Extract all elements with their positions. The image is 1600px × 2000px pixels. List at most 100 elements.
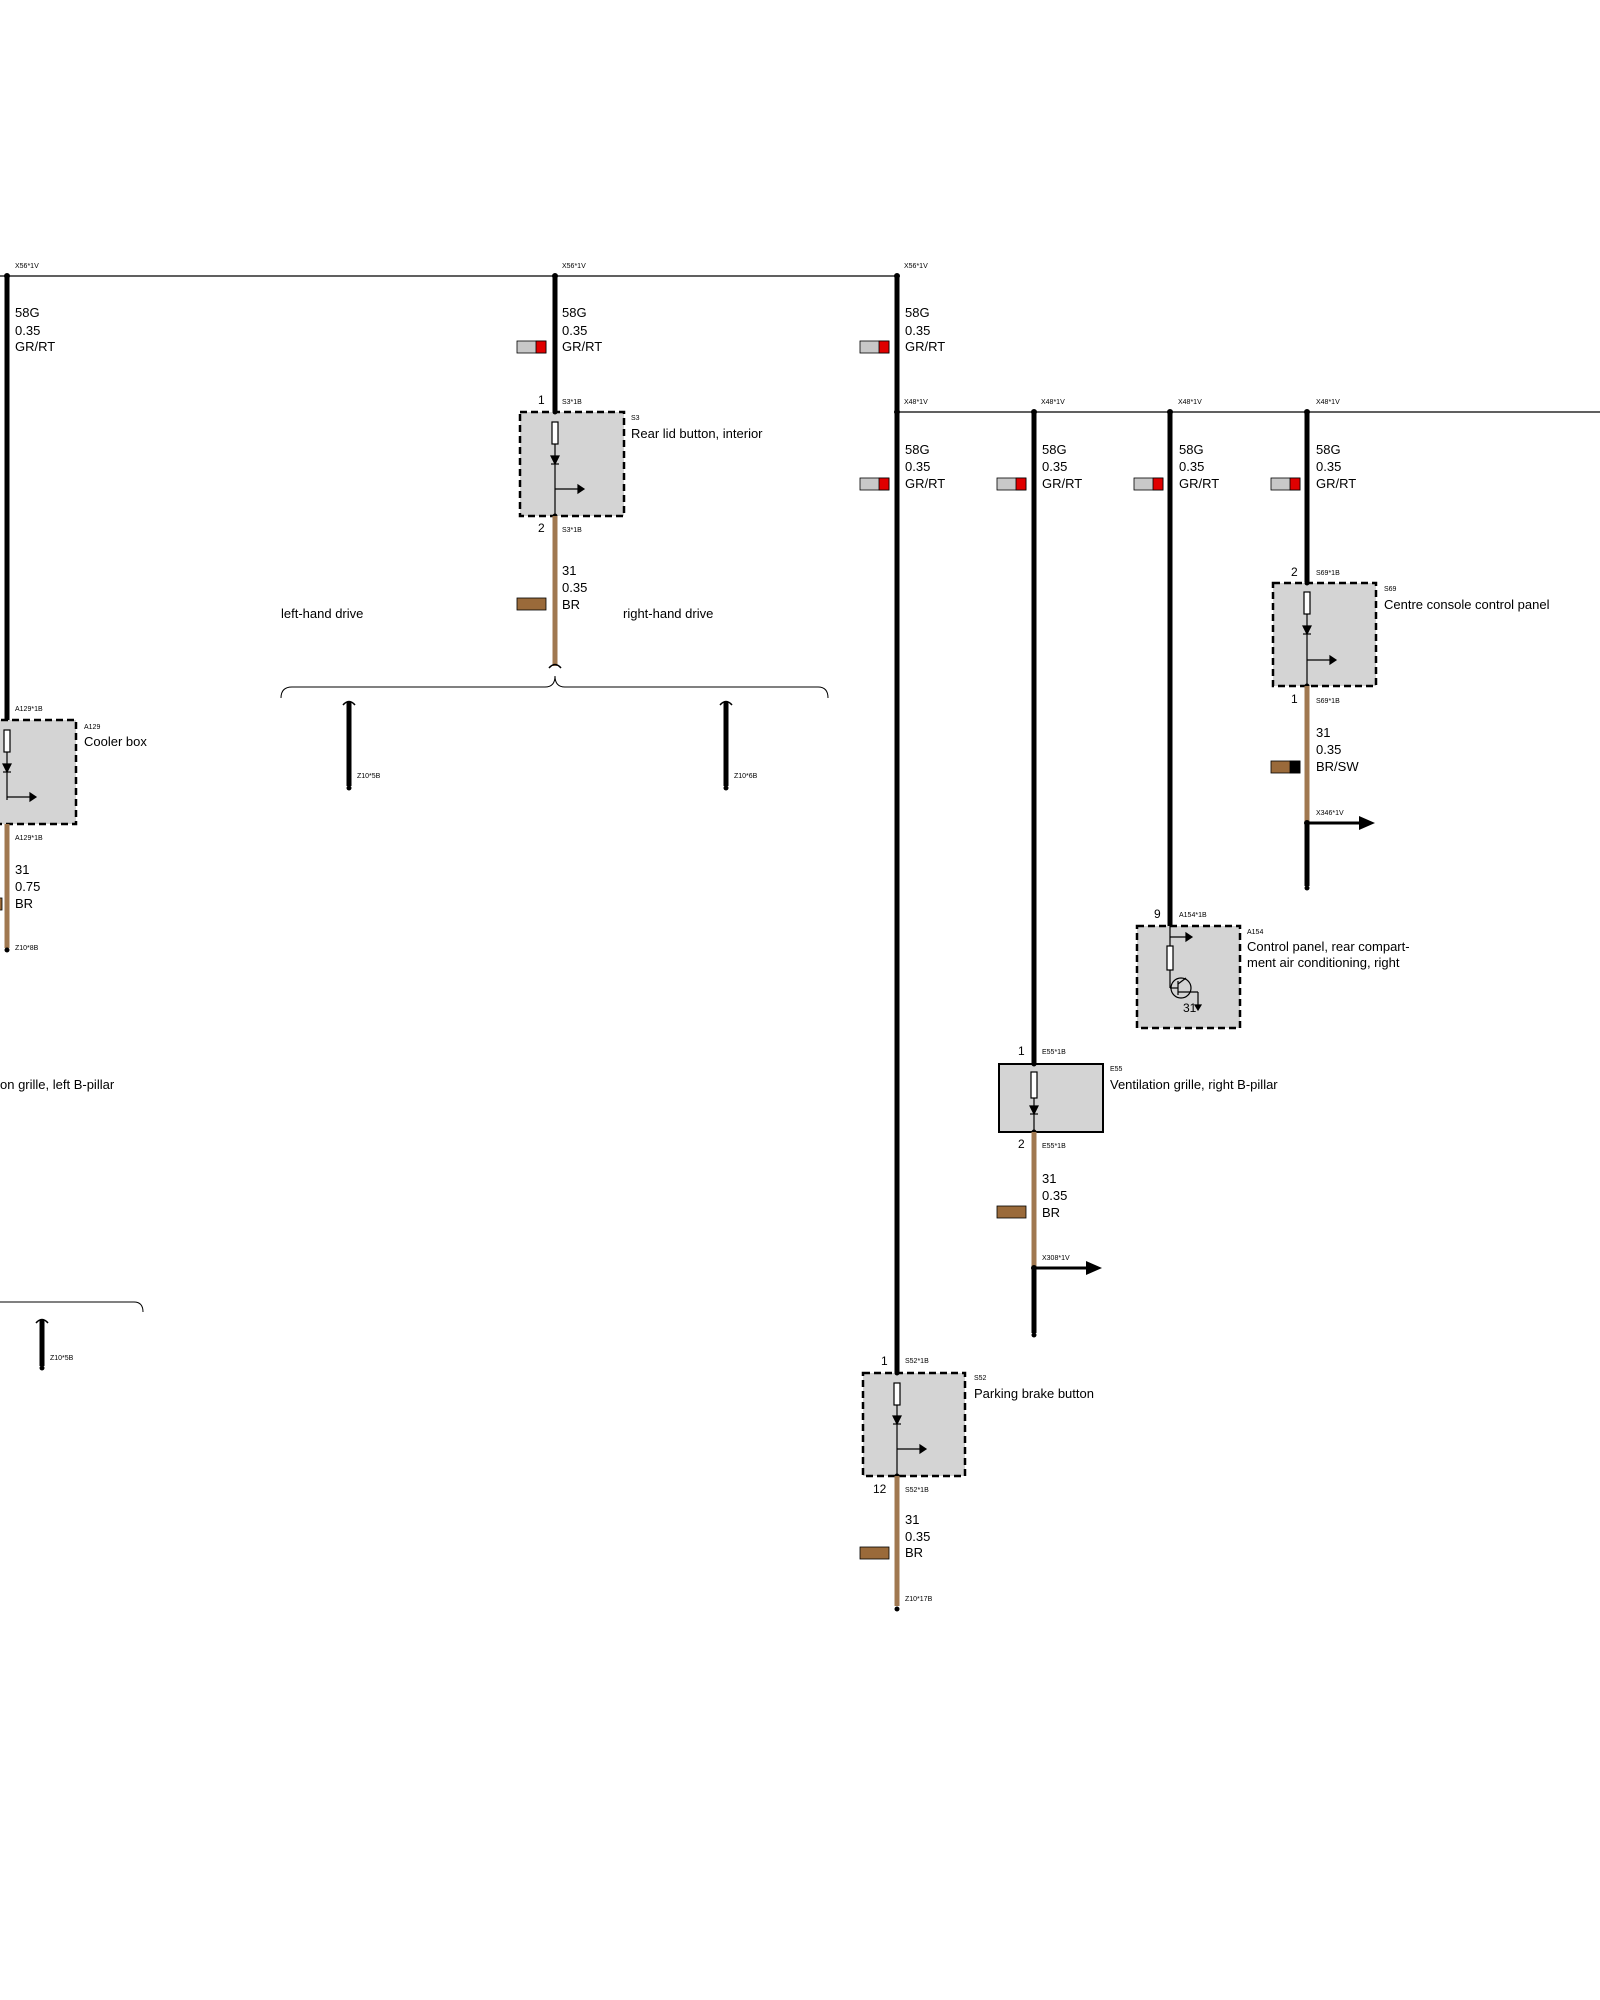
wire-color: GR/RT <box>15 339 55 354</box>
component-code-s69: S69 <box>1384 586 1397 593</box>
variant-brace-left <box>0 1301 144 1313</box>
wire-size: 0.35 <box>905 459 930 474</box>
pin-node <box>1304 580 1310 586</box>
ground-label-z10-5b: Z10*5B <box>357 773 381 780</box>
ground-node <box>39 1365 45 1371</box>
wire-circuit: 31 <box>562 563 576 578</box>
connector-label-a154: A154*1B <box>1179 912 1207 919</box>
pin-number: 1 <box>1291 692 1298 706</box>
wire-color: GR/RT <box>905 339 945 354</box>
component-s3-box[interactable] <box>518 410 626 518</box>
splice-node <box>1167 409 1173 415</box>
wire-circuit: 31 <box>905 1512 919 1527</box>
connector-label-s52-out: S52*1B <box>905 1487 929 1494</box>
component-code-a154: A154 <box>1247 929 1263 936</box>
wire-circuit: 58G <box>905 305 930 320</box>
wire-size: 0.35 <box>905 323 930 338</box>
ground-label-z10-5b: Z10*5B <box>50 1355 74 1362</box>
symbol-led-switch-s52 <box>892 1382 928 1476</box>
ground-label-z10-17b: Z10*17B <box>905 1596 933 1603</box>
connector-label-x48: X48*1V <box>904 399 928 406</box>
connector-label-x56: X56*1V <box>15 263 39 270</box>
ground-node <box>1031 1332 1037 1338</box>
variant-label-lhd: left-hand drive <box>281 606 363 621</box>
wire-color: BR <box>1042 1205 1060 1220</box>
symbol-led-switch-a129 <box>2 729 38 803</box>
wire-size: 0.35 <box>1042 459 1067 474</box>
wire-circuit: 58G <box>905 442 930 457</box>
symbol-led-switch-s69 <box>1302 591 1338 686</box>
component-code-s3: S3 <box>631 415 640 422</box>
component-name-e55: Ventilation grille, right B-pillar <box>1110 1077 1278 1092</box>
wire-color-swatch <box>996 477 1027 491</box>
wire-color-swatch <box>1270 477 1301 491</box>
pin-number: 2 <box>1018 1137 1025 1151</box>
wire-color: GR/RT <box>1042 476 1082 491</box>
component-name-e54-partial: on grille, left B-pillar <box>0 1077 115 1092</box>
component-a129-box[interactable] <box>0 718 78 826</box>
component-name-a154-line2: ment air conditioning, right <box>1247 955 1400 970</box>
ground-node <box>1304 885 1310 891</box>
wire-color: BR <box>562 597 580 612</box>
wire-circuit: 58G <box>15 305 40 320</box>
variant-label-rhd: right-hand drive <box>623 606 713 621</box>
pin-number: 2 <box>1291 565 1298 579</box>
wire-size: 0.35 <box>562 580 587 595</box>
component-code-a129: A129 <box>84 724 100 731</box>
wire-circuit: 58G <box>562 305 587 320</box>
splice-node <box>894 409 900 415</box>
ground-node <box>346 785 352 791</box>
component-name-s52: Parking brake button <box>974 1386 1094 1401</box>
continuation-arrow <box>1307 816 1375 830</box>
connector-label-s52: S52*1B <box>905 1358 929 1365</box>
pin-number: 1 <box>1018 1044 1025 1058</box>
splice-node <box>1304 409 1310 415</box>
ground-node <box>4 947 10 953</box>
splice-node <box>894 273 900 279</box>
ground-node <box>723 785 729 791</box>
pin-number: 1 <box>538 393 545 407</box>
wire-break-symbol <box>342 700 356 706</box>
component-name-s3: Rear lid button, interior <box>631 426 763 441</box>
connector-label-x48: X48*1V <box>1178 399 1202 406</box>
wire-circuit: 31 <box>15 862 29 877</box>
wire-color: BR/SW <box>1316 759 1359 774</box>
component-e55-box[interactable] <box>998 1063 1104 1133</box>
ground-node <box>894 1606 900 1612</box>
component-name-a129: Cooler box <box>84 734 147 749</box>
connector-label-e55: E55*1B <box>1042 1049 1066 1056</box>
connector-label-x56: X56*1V <box>562 263 586 270</box>
pin-ground-label: 31 <box>1183 1001 1197 1015</box>
connector-label-a129: A129*1B <box>15 706 43 713</box>
component-s69-box[interactable] <box>1271 581 1378 688</box>
splice-node <box>552 273 558 279</box>
connector-label-a129-out: A129*1B <box>15 835 43 842</box>
wire-break-symbol <box>548 663 562 669</box>
wire-size: 0.35 <box>15 323 40 338</box>
wire-size: 0.75 <box>15 879 40 894</box>
wire-circuit: 31 <box>1316 725 1330 740</box>
connector-label-x346: X346*1V <box>1316 810 1344 817</box>
wire-color: GR/RT <box>1316 476 1356 491</box>
component-a154-box[interactable] <box>1135 924 1242 1030</box>
wire-circuit: 58G <box>1316 442 1341 457</box>
connector-label-x308: X308*1V <box>1042 1255 1070 1262</box>
wire-size: 0.35 <box>1179 459 1204 474</box>
wire-size: 0.35 <box>1042 1188 1067 1203</box>
pin-number: 2 <box>538 521 545 535</box>
wire-color-swatch <box>996 1205 1027 1219</box>
wire-color-swatch <box>859 477 890 491</box>
pin-node <box>552 409 558 415</box>
wire-color-swatch <box>1270 760 1301 774</box>
wire-color: GR/RT <box>562 339 602 354</box>
component-code-s52: S52 <box>974 1375 987 1382</box>
component-s52-box[interactable] <box>861 1371 967 1478</box>
component-name-s69: Centre console control panel <box>1384 597 1550 612</box>
wire-color-swatch <box>859 340 890 354</box>
wire-break-symbol <box>35 1318 49 1324</box>
continuation-arrow <box>1034 1261 1102 1275</box>
connector-label-x48: X48*1V <box>1316 399 1340 406</box>
connector-label-s69: S69*1B <box>1316 570 1340 577</box>
variant-brace <box>280 675 829 699</box>
ground-label-z10-6b: Z10*6B <box>734 773 758 780</box>
